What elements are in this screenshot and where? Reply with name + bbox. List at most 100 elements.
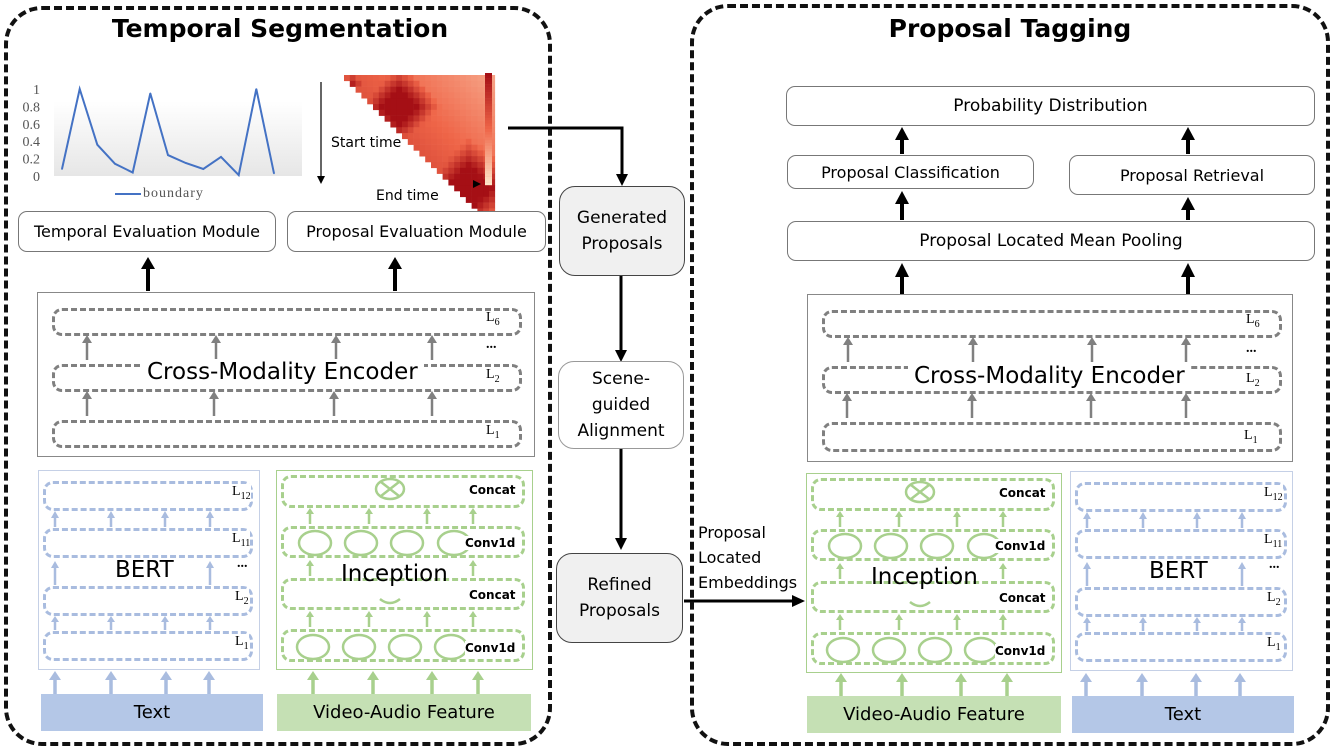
heatmap-cell xyxy=(471,196,478,203)
heatmap-cell xyxy=(442,138,449,145)
heatmap-cell xyxy=(448,179,455,186)
inception-tag-conv1d-top: Conv1d xyxy=(995,539,1046,553)
heatmap-cell xyxy=(425,127,432,134)
heatmap-cell xyxy=(448,133,455,140)
heatmap-cell xyxy=(373,92,380,99)
heatmap-cell xyxy=(471,121,478,128)
heatmap-cell xyxy=(402,80,409,87)
inception-left: Inception Concat Conv1d Concat Conv1d xyxy=(276,470,533,670)
heatmap-cell xyxy=(436,75,443,82)
boundary-point xyxy=(78,88,81,90)
y-tick-label: 0.2 xyxy=(23,153,41,168)
heatmap-cell xyxy=(361,75,368,82)
video-audio-input-right: Video-Audio Feature xyxy=(807,696,1061,733)
heatmap-cell xyxy=(419,86,426,93)
proposal-tagging-panel xyxy=(690,4,1330,746)
heatmap-cell xyxy=(413,75,420,82)
colorbar-segment xyxy=(485,89,492,93)
heatmap-cell xyxy=(477,179,484,186)
heatmap-cell xyxy=(454,167,461,174)
heatmap-cell xyxy=(471,104,478,111)
colorbar-segment xyxy=(485,137,492,141)
heatmap-cell xyxy=(431,156,438,163)
heatmap-cell xyxy=(465,121,472,128)
text-input-right: Text xyxy=(1072,696,1294,733)
heatmap-cell xyxy=(477,121,484,128)
heatmap-cell xyxy=(436,156,443,163)
heatmap-cell xyxy=(489,167,496,174)
heatmap-cell xyxy=(431,162,438,169)
colorbar-segment xyxy=(485,129,492,132)
inception-conv1d-top xyxy=(281,526,525,558)
colorbar-segment xyxy=(485,75,492,79)
heatmap-cell xyxy=(442,98,449,105)
colorbar-segment xyxy=(485,145,492,149)
boundary-point xyxy=(114,163,116,165)
heatmap-cell xyxy=(384,75,391,82)
heatmap-cell xyxy=(396,86,403,93)
heatmap-cell xyxy=(436,104,443,111)
boundary-point xyxy=(184,162,187,164)
heatmap-cell xyxy=(477,202,484,209)
heatmap-cell xyxy=(378,92,385,99)
heatmap-cell xyxy=(465,92,472,99)
encoder-layer-6 xyxy=(52,308,522,336)
boundary-point xyxy=(131,171,134,174)
colorbar-segment xyxy=(485,179,492,183)
heatmap-cell xyxy=(477,167,484,174)
heatmap-cell xyxy=(378,86,385,93)
colorbar-segment xyxy=(485,103,492,107)
heatmap-cell xyxy=(419,104,426,111)
inception-tag-concat-top: Concat xyxy=(999,486,1046,500)
inception-concat-mid xyxy=(281,578,525,610)
heatmap-cell xyxy=(460,86,467,93)
heatmap-cell xyxy=(367,86,374,93)
heatmap-cell xyxy=(465,196,472,203)
heatmap-cell xyxy=(454,104,461,111)
bert-tag-l11: L11 xyxy=(1264,532,1283,550)
heatmap-cell xyxy=(471,127,478,134)
heatmap-cell xyxy=(489,75,496,82)
colorbar-segment xyxy=(485,157,492,160)
heatmap-cell xyxy=(396,115,403,122)
heatmap-cell xyxy=(448,109,455,116)
heatmap-cell xyxy=(413,109,420,116)
heatmap-cell xyxy=(477,156,484,163)
layer-tag-l2: L2 xyxy=(486,367,500,385)
heatmap-cell xyxy=(378,80,385,87)
cross-modality-encoder-left: Cross-Modality Encoder L6 ... L2 L1 xyxy=(37,292,535,457)
heatmap-cell xyxy=(465,75,472,82)
boundary-point xyxy=(167,154,169,156)
heatmap-cell xyxy=(367,98,374,105)
right-input-arrows xyxy=(835,673,1246,696)
bert-tag-l12: L12 xyxy=(232,484,251,502)
bert-tag-l2: L2 xyxy=(1267,590,1281,608)
heatmap-cell xyxy=(477,173,484,180)
heatmap-cell xyxy=(460,92,467,99)
refined-proposals-box: Refined Proposals xyxy=(556,553,683,643)
heatmap-cell xyxy=(454,121,461,128)
colorbar-segment xyxy=(485,112,492,116)
heatmap-cell xyxy=(402,109,409,116)
heatmap-cell xyxy=(460,185,467,192)
heatmap-cell xyxy=(448,150,455,157)
bert-layer-11 xyxy=(43,528,253,558)
video-audio-input-left: Video-Audio Feature xyxy=(277,694,531,731)
heatmap-cell xyxy=(431,104,438,111)
heatmap-cell xyxy=(454,86,461,93)
proposal-retrieval-box: Proposal Retrieval xyxy=(1069,155,1315,195)
heatmap-cell xyxy=(477,150,484,157)
heatmap-cell xyxy=(390,104,397,111)
heatmap-cell xyxy=(448,144,455,151)
heatmap-cell xyxy=(442,127,449,134)
heatmap-cell xyxy=(349,80,356,87)
heatmap-cell xyxy=(425,92,432,99)
heatmap-cell xyxy=(413,92,420,99)
inception-shapes xyxy=(295,477,477,661)
heatmap-cell xyxy=(396,104,403,111)
proposal-located-embeddings-label: Proposal Located Embeddings xyxy=(698,523,798,592)
heatmap-cell xyxy=(390,75,397,82)
start-time-label: Start time xyxy=(331,135,402,151)
layer-tag-l2: L2 xyxy=(1246,371,1260,389)
heatmap-cell xyxy=(384,104,391,111)
